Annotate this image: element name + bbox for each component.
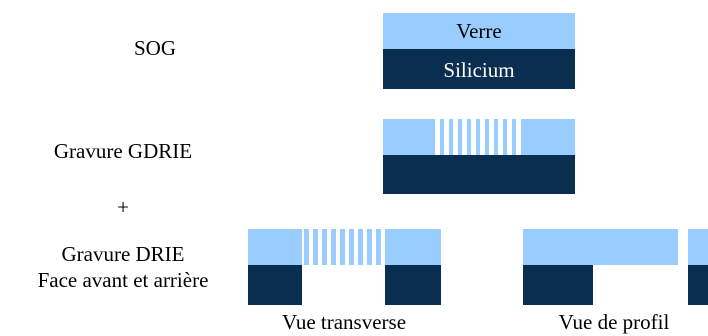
glass-layer-left bbox=[248, 229, 302, 265]
glass-layer bbox=[383, 119, 575, 155]
etched-trenches bbox=[435, 119, 521, 155]
silicon-layer bbox=[383, 49, 575, 89]
transverse-view-caption: Vue transverse bbox=[281, 310, 407, 334]
step-drie-sublabel: Face avant et arrière bbox=[37, 268, 209, 292]
profile-view-caption: Vue de profil bbox=[558, 310, 670, 334]
profile-view-stack bbox=[523, 229, 708, 305]
silicon-layer bbox=[383, 155, 575, 194]
sog-stack bbox=[383, 13, 575, 89]
glass-layer-label: Verre bbox=[456, 19, 502, 43]
silicon-layer-right bbox=[385, 265, 441, 305]
silicon-layer-left bbox=[248, 265, 302, 305]
glass-layer-right bbox=[688, 229, 708, 265]
glass-beams bbox=[304, 229, 381, 265]
glass-layer bbox=[383, 13, 575, 49]
step-sog-label: SOG bbox=[133, 36, 176, 60]
silicon-layer-left bbox=[523, 265, 593, 305]
silicon-layer-label: Silicium bbox=[443, 58, 515, 82]
glass-layer-left bbox=[523, 229, 678, 265]
step-drie-label: Gravure DRIE bbox=[61, 242, 185, 266]
silicon-layer-right bbox=[688, 265, 708, 305]
gdrie-stack bbox=[383, 119, 575, 194]
plus-sign: + bbox=[117, 195, 129, 219]
transverse-view-stack bbox=[248, 229, 441, 305]
glass-layer-right bbox=[385, 229, 441, 265]
step-gdrie-label: Gravure GDRIE bbox=[53, 139, 193, 163]
